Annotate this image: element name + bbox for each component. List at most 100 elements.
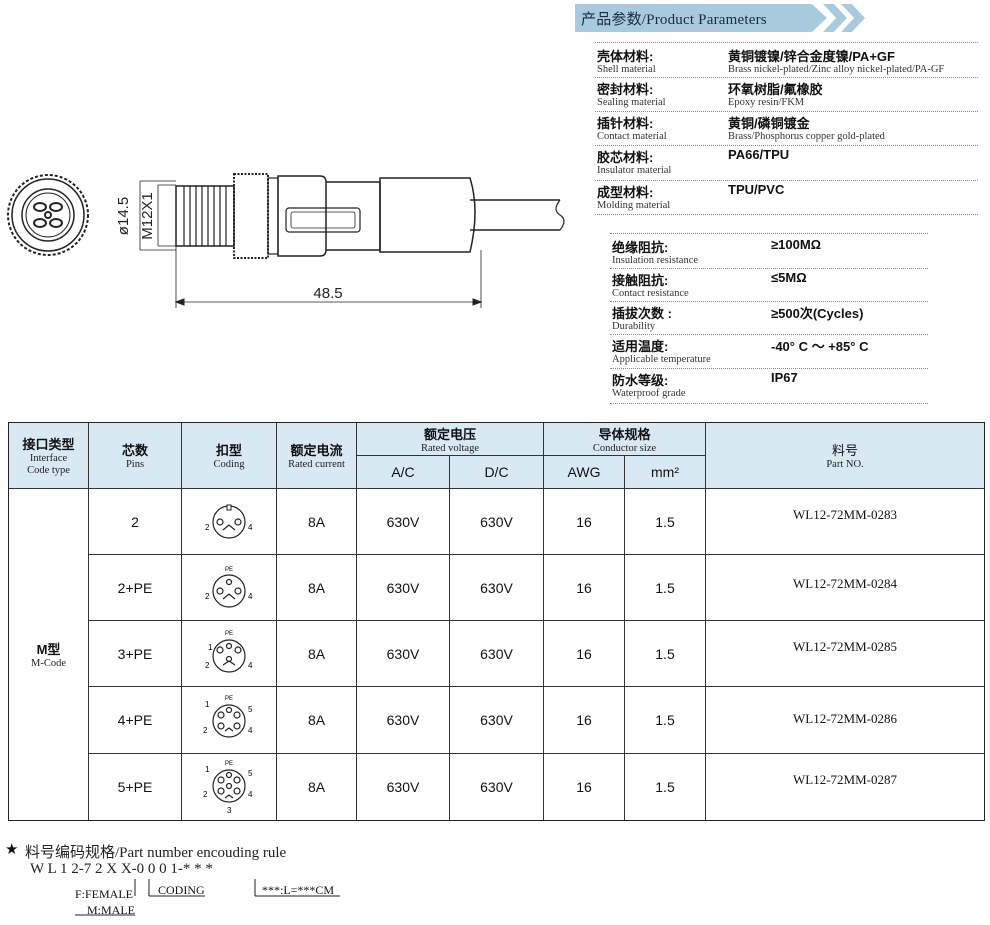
connector-end-view [7,174,89,256]
part-number: WL12-72MM-0283 [793,507,897,522]
rule-coding: CODING [158,883,205,897]
param-value-en: Epoxy resin/FKM [728,97,805,108]
header-coding: 扣型 Coding [182,423,277,489]
param-label-en: Insulator material [597,165,672,176]
param-value: 黄铜/磷铜镀金 [728,116,810,131]
header-label: D/C [484,464,509,480]
header-label-en: Rated current [288,459,345,470]
rule-length: ***:L=***CM [262,883,335,897]
header-label-en: Conductor size [592,442,657,454]
header-dc: D/C [450,456,544,489]
spec-row: 接触阻抗: Contact resistance ≤5MΩ [610,268,928,302]
table-row: 8A [277,621,357,687]
table-row: WL12-72MM-0286 [706,687,984,754]
dc-value: 630V [480,712,513,728]
dc-value: 630V [480,645,513,662]
ac-value: 630V [386,579,420,596]
spec-row: 插拔次数 : Durability ≥500次(Cycles) [610,301,928,335]
header-label: 额定电流 [290,443,343,458]
spec-value: ≥100MΩ [771,237,822,252]
header-label: 接口类型 [22,437,75,452]
rule-connectors [75,879,340,916]
rule-code: W L 1 2-7 2 X X-0 0 0 1-* * * [30,861,213,877]
pin-layout-icon: PE 1 5 2 4 [203,696,253,738]
pin-label: 1 [208,643,213,652]
pins-value: 5+PE [117,779,153,795]
coding-diagram-2-pin: 2 4 [182,489,277,555]
table-row: 1.5 [625,489,706,555]
dim-diameter: ø14.5 [115,197,132,235]
pin-label: 2 [203,726,208,735]
ac-value: 630V [386,779,420,795]
code-type-label: M型 [36,642,61,657]
awg-value: 16 [576,579,592,596]
param-value: 环氧树脂/氟橡胶 [728,82,823,97]
table-row: 2+PE [89,555,182,621]
spec-label-en: Durability [612,321,656,332]
pins-value: 2 [131,513,139,530]
header-label: 料号 [831,443,858,458]
current-value: 8A [307,579,326,596]
part-number: WL12-72MM-0286 [793,711,897,726]
part-number: WL12-72MM-0284 [793,576,897,591]
current-value: 8A [307,645,326,662]
header-part: 料号 Part NO. [706,423,984,489]
banner-title: 产品参数/Product Parameters [581,12,767,28]
header-label: 额定电压 [423,426,476,442]
spec-label: 防水等级: [612,373,669,388]
table-row: 630V [450,621,544,687]
part-number: WL12-72MM-0285 [793,639,897,654]
param-label-en: Contact material [597,131,667,142]
spec-label: 插拔次数 : [612,306,672,321]
pin-label: 5 [248,769,253,778]
param-value: 黄铜镀镍/锌合金度镍/PA+GF [728,49,895,64]
table-row: 630V [450,555,544,621]
param-value: PA66/TPU [728,147,790,162]
pin-label: 4 [248,592,253,601]
pin-label: 2 [205,523,210,532]
table-row: 630V [357,621,450,687]
rule-male: M:MALE [87,903,135,917]
table-row: 630V [357,687,450,754]
pin-label: 4 [248,523,253,532]
param-label-en: Shell material [597,64,656,75]
table-row: 16 [544,621,625,687]
pin-label: 1 [205,765,210,774]
pin-label: PE [225,567,233,573]
header-label-en: Part NO. [826,459,864,470]
spec-value: ≥500次(Cycles) [771,306,864,321]
dc-value: 630V [480,513,513,530]
awg-value: 16 [576,712,592,728]
dc-value: 630V [480,779,513,795]
pin-label: 2 [205,592,210,601]
current-value: 8A [307,779,326,795]
pin-label: 4 [248,790,253,799]
table-row: 8A [277,754,357,820]
pin-label: 1 [205,700,210,709]
code-type-cell: M型 M-Code [9,489,89,820]
banner-bar [575,4,827,32]
table-row: 1.5 [625,687,706,754]
table-row: 16 [544,687,625,754]
header-pins: 芯数 Pins [89,423,182,489]
spec-label-en: Applicable temperature [612,354,711,365]
table-row: WL12-72MM-0283 [706,489,984,555]
pin-label: PE [225,761,233,767]
table-row: 630V [357,489,450,555]
param-label: 插针材料: [597,116,654,131]
product-table: 接口类型 Interface Code type 芯数 Pins 扣型 Codi… [8,422,985,821]
pin-label: PE [225,696,233,702]
coding-diagram-2pe: PE 2 4 [182,555,277,621]
header-label-en: Pins [125,459,145,470]
divider [610,233,928,234]
part-number: WL12-72MM-0287 [793,772,897,787]
rule-title: 料号编码规格/Part number encouding rule [25,845,287,861]
dim-length: 48.5 [313,285,342,302]
param-value-en: Brass nickel-plated/Zinc alloy nickel-pl… [728,64,945,75]
table-row: WL12-72MM-0285 [706,621,984,687]
param-label-en: Sealing material [597,97,666,108]
section-title-banner: 产品参数/Product Parameters [575,4,865,32]
header-current: 额定电流 Rated current [277,423,357,489]
param-label: 成型材料: [597,185,654,200]
pin-layout-icon: PE 1 5 2 4 3 [203,761,253,815]
